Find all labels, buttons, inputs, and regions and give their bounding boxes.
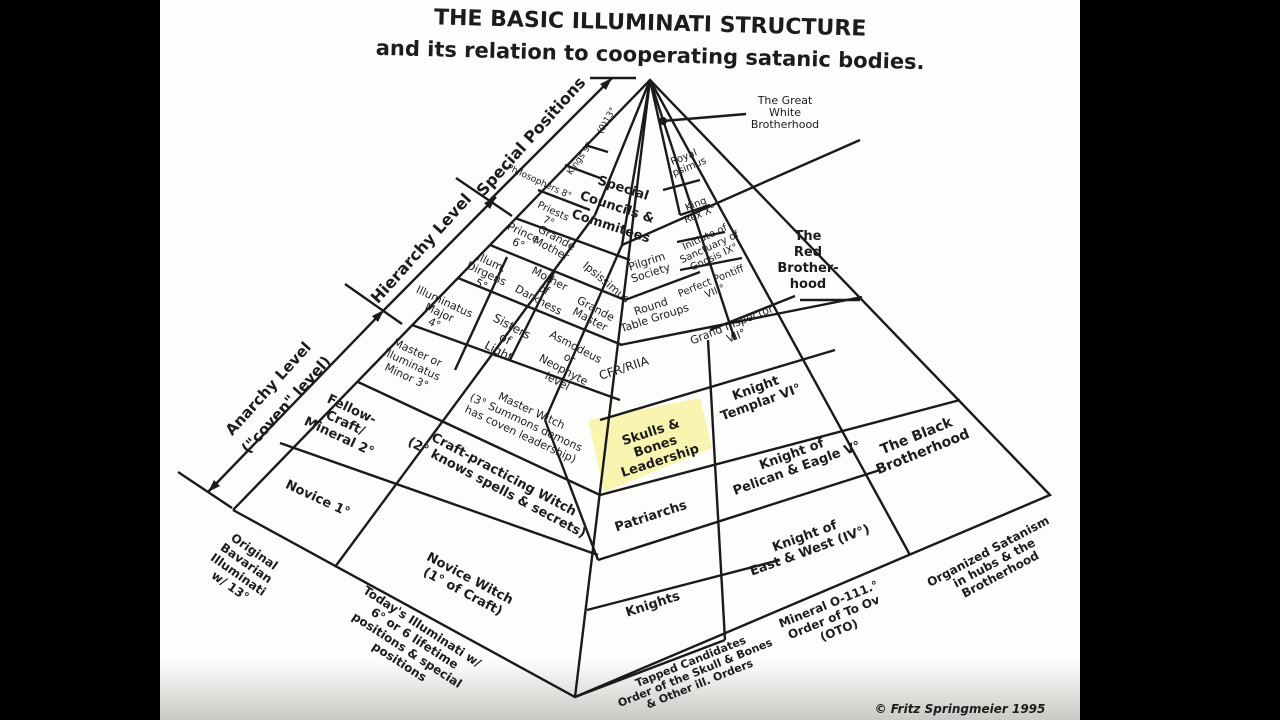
label-line: CFR/RIIA <box>597 353 651 382</box>
rib <box>573 79 652 698</box>
label-perfect-pontiff: Perfect PontiffVIII° <box>677 263 751 310</box>
label-oto: Mineral O-111.°Order of To Ov(OTO) <box>777 578 891 657</box>
label-king-rex: KingRex X° <box>679 193 718 226</box>
label-todays: Today's Illuminati w/6° or 6 lifetimepos… <box>338 583 485 705</box>
label-line: 5° <box>473 276 490 293</box>
pyramid-lines <box>177 76 1053 699</box>
label-fellow-craft: Fellow-Craft/Mineral 2° <box>302 387 389 460</box>
label-sisters-of-light: SistersofLight <box>478 311 533 367</box>
column-line <box>706 339 727 641</box>
band-line <box>599 398 961 497</box>
label-patriarchs: Patriarchs <box>613 498 689 535</box>
label-line: hood <box>790 277 826 292</box>
arrow-head <box>600 78 612 90</box>
band-line <box>709 294 796 332</box>
label-grande-mother: GrandeMother <box>530 223 578 264</box>
label-organized: Organized Satanismin hubs & theBrotherho… <box>925 513 1064 612</box>
anarchy-level-arrow <box>207 309 385 493</box>
pointer-line <box>662 112 747 123</box>
band-line <box>279 441 599 557</box>
diagram-title: THE BASIC ILLUMINATI STRUCTURE <box>434 5 867 41</box>
diagram-page <box>160 0 1080 720</box>
label-line: 7° <box>541 214 556 229</box>
band-line <box>453 256 509 371</box>
rib <box>648 79 912 556</box>
label-anarchy-level: Anarchy Level("coven" level) <box>220 336 335 457</box>
rib <box>648 79 682 216</box>
label-knight-east-west: Knight ofEast & West (IV°) <box>743 508 872 579</box>
label-grande-master: GrandeMaster <box>569 294 617 335</box>
label-cfr-riia: CFR/RIIA <box>597 353 651 382</box>
band-line <box>662 178 701 192</box>
band-line <box>514 216 631 262</box>
label-illuminatus-minor: Master orIlluminatusMinor 3° <box>376 334 448 395</box>
band-line <box>457 276 623 347</box>
arrow-head <box>372 310 384 322</box>
label-novice-witch: Novice Witch(1° of Craft) <box>417 550 516 621</box>
tick-line <box>455 177 513 217</box>
special-positions-arrow <box>489 77 613 201</box>
label-line: Brotherhood <box>751 118 819 131</box>
band-line <box>508 269 557 361</box>
label-line: Red <box>794 245 822 260</box>
band-line <box>564 163 601 180</box>
band-line <box>597 468 881 562</box>
band-line <box>586 558 781 612</box>
label-line: Novice 1° <box>283 477 352 520</box>
copyright: © Fritz Springmeier 1995 <box>875 702 1046 716</box>
column-line <box>574 638 726 699</box>
label-line: The Great <box>757 94 813 107</box>
label-knight-pelican: Knight ofPelican & Eagle V° <box>726 425 863 499</box>
label-line: 6° <box>510 235 527 252</box>
arrow-head <box>484 197 496 209</box>
label-illuminatus-major: IlluminatusMajor4° <box>404 283 475 342</box>
band-line <box>621 138 861 247</box>
label-tapped: Tapped CandidatesOrder of the Skull & Bo… <box>612 625 780 720</box>
band-line <box>676 230 726 244</box>
band-line <box>619 295 863 347</box>
band-line <box>679 256 743 272</box>
tick-line <box>177 471 233 509</box>
pointer-dot <box>659 117 667 125</box>
label-line: 4° <box>426 315 443 332</box>
label-bavarian: OriginalBavarianIlluminatiw/ 13° <box>200 528 285 611</box>
scan-shadow <box>160 660 1080 720</box>
rib <box>593 79 652 216</box>
label-line: Patriarchs <box>613 498 689 535</box>
label-novice: Novice 1° <box>283 477 352 520</box>
label-line: (0)13° <box>596 106 619 136</box>
band-line <box>584 143 609 154</box>
skulls-bones-highlight <box>588 398 712 492</box>
band-line <box>679 203 711 217</box>
label-line: The <box>795 229 822 244</box>
band-line <box>537 188 591 212</box>
band-line <box>489 243 626 302</box>
hierarchy-level-arrow <box>381 196 497 313</box>
tick-line <box>344 283 403 325</box>
band-line <box>357 380 601 497</box>
band-line <box>599 348 836 422</box>
label-grand-inspector: Grand InspectorVII° <box>688 302 780 359</box>
column-line <box>543 244 624 421</box>
rib <box>620 79 652 246</box>
column-line <box>543 419 600 561</box>
pyramid-outline <box>232 78 1053 699</box>
label-knight-templar: KnightTemplar VI° <box>714 367 804 424</box>
band-line <box>411 323 621 402</box>
column-line <box>334 214 596 568</box>
label-master-witch: Master Witch(3° Summons demonshas coven … <box>462 379 590 466</box>
label-deg-0-13: (0)13° <box>596 106 619 136</box>
label-illum-dirgens: Illum.Dirgens5° <box>459 248 513 300</box>
label-line: Brother- <box>777 261 838 276</box>
band-line <box>624 270 701 302</box>
diagram-subtitle: and its relation to cooperating satanic … <box>375 36 924 74</box>
label-pilgrim-society: PilgrimSociety <box>626 249 673 285</box>
label-mother-of-darkness: MotherofDarkness <box>513 261 576 318</box>
arrow-head <box>208 480 220 492</box>
label-line: White <box>769 106 801 119</box>
